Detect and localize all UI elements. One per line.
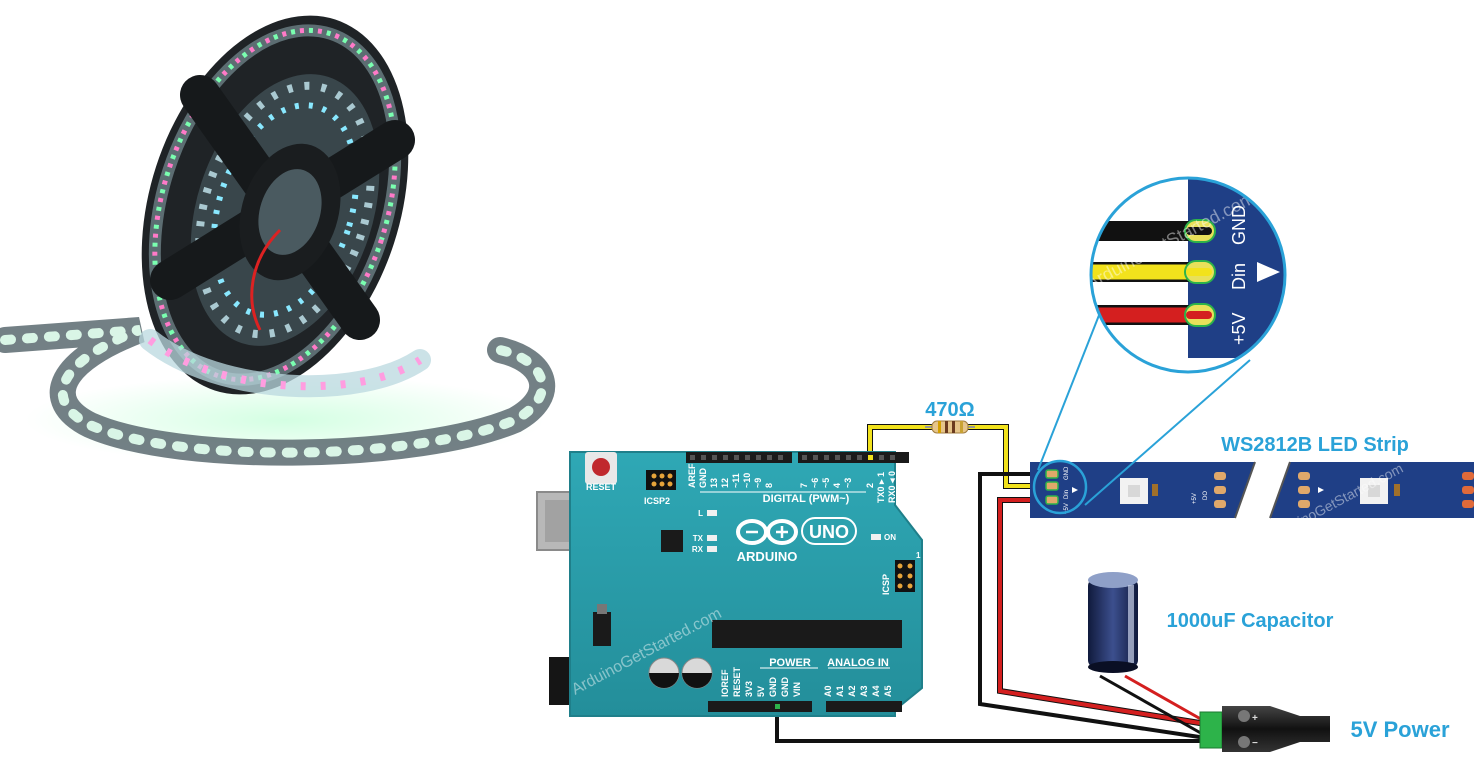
zoom-gnd-label: GND [1229,205,1249,245]
led-tx [707,535,717,541]
svg-text:−: − [1252,738,1258,749]
zoom-callout: GND Din +5V ArduinoGetStarted.com [1032,176,1287,515]
pin-label-tx0: TX0 ▸ 1 [876,472,886,503]
capacitor-label: 1000uF Capacitor [1167,610,1334,632]
analog-header [826,701,902,712]
pin-label-5v: 5V [756,686,766,697]
on-label: ON [884,533,896,542]
pin-label-3: ~3 [843,478,853,488]
pin-label-a4: A4 [871,685,881,697]
pin-label-4: 4 [832,483,842,488]
pin-label-a0: A0 [823,685,833,697]
pin-label-8: 8 [764,483,774,488]
uno-label: UNO [809,522,849,542]
strip-pad-5v: +5V [1064,503,1070,514]
icsp2-header: ICSP2 [644,470,676,506]
usb-chip [661,530,683,552]
pin-label-aref: AREF [687,463,697,488]
icsp-label: ICSP [881,574,891,595]
pin-label-a5: A5 [883,685,893,697]
strip-pad-gnd: GND [1064,466,1070,480]
resistor-label: 470Ω [925,399,974,421]
pin-label-a2: A2 [847,685,857,697]
ws2812b-led-strip: GND Din +5V +5V DO ArduinoGetStarted.com… [1030,434,1474,543]
strip-label: WS2812B LED Strip [1221,434,1409,456]
reset-label: RESET [586,482,617,492]
icsp2-label: ICSP2 [644,496,670,506]
icsp-header: 1 ICSP [881,551,921,595]
led-l [707,510,717,516]
strip-pad-din: Din [1064,490,1070,499]
led-on [871,534,881,540]
pin-label-gnd-1: GND [768,677,778,698]
atmega-chip [712,620,902,648]
zoom-source-circle [1032,459,1088,515]
pin-label-10: ~10 [742,473,752,488]
pin-label-gnd-digital: GND [698,468,708,489]
led-strip-reel-image [0,15,556,466]
strip-pad-5v-mid: +5V [1192,493,1198,504]
digital-header-right [798,452,909,463]
led-rx [707,546,717,552]
pin-label-5: ~5 [821,478,831,488]
resistor-470-ohm: 470Ω [925,399,975,434]
zoom-din-label: Din [1229,263,1249,290]
power-header [708,701,812,712]
strip-pad-do-mid: DO [1203,491,1209,500]
regulator [593,612,611,646]
digital-header-pins [690,455,895,460]
pin-label-7: 7 [799,483,809,488]
pin-label-13: 13 [709,478,719,488]
pin-label-vin: VIN [792,682,802,697]
led-l-label: L [698,509,703,518]
pin-label-6: ~6 [810,478,820,488]
led-rx-label: RX [692,545,704,554]
pin-label-gnd-2: GND [780,677,790,698]
led-tx-label: TX [693,534,704,543]
capacitor-1000uf: 1000uF Capacitor [1088,572,1334,673]
zoom-5v-label: +5V [1229,312,1249,345]
pin-label-9: ~9 [753,478,763,488]
pin-label-ioref: IOREF [720,669,730,697]
screw-terminal [1199,711,1223,749]
pin-label-a3: A3 [859,685,869,697]
arduino-brand-label: ARDUINO [737,549,798,564]
power-label: POWER [769,657,811,669]
analog-label: ANALOG IN [827,657,889,669]
pin-label-2: 2 [865,483,875,488]
icsp-one-label: 1 [916,551,921,560]
svg-text:+: + [1252,713,1258,724]
arduino-logo: UNO ARDUINO [736,517,857,564]
power-jack-5v: + − 5V Power [1199,706,1450,752]
zoom-circle [1089,176,1287,374]
pin-label-11: ~11 [731,473,741,488]
pin-label-12: 12 [720,478,730,488]
pin-label-rx0: RX0 ◂ 0 [887,471,897,503]
power-label-5v: 5V Power [1350,717,1449,742]
pin-label-a1: A1 [835,685,845,697]
pin-label-reset: RESET [732,666,742,697]
arduino-uno-board: RESET ICSP2 AREF GND 13 12 ~11 ~10 [536,451,923,717]
digital-label: DIGITAL (PWM~) [763,493,850,505]
pin-label-3v3: 3V3 [744,681,754,697]
